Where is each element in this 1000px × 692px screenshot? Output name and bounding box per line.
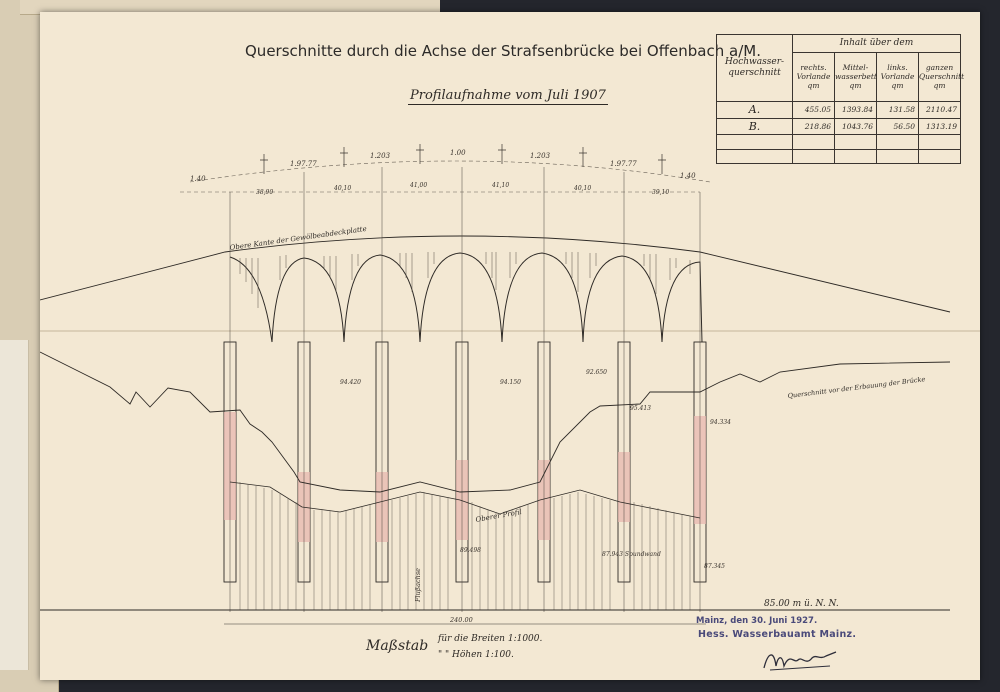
dimension-guides: [180, 160, 711, 193]
table-row-empty: [716, 148, 962, 165]
underlying-sheet-strip: [0, 340, 29, 670]
table-row-empty: [716, 134, 962, 150]
paper-fold-line: [40, 330, 980, 332]
sondage-label: 87.943 Spundwand: [602, 551, 661, 558]
stamp-office: Hess. Wasserbauamt Mainz.: [698, 629, 857, 640]
deck-label: Obere Kante der Gewölbeabdeckplatte: [229, 225, 367, 252]
table-header-first: Hochwasser-querschnitt: [716, 34, 793, 102]
level-label: 92.650: [586, 369, 607, 376]
width-label: 39,10: [652, 189, 669, 196]
total-width-label: 240.00: [449, 616, 473, 624]
span-label: 1.203: [370, 152, 391, 160]
level-labels: 94.420 94.150 92.650 95.413 94.334 89.49…: [340, 369, 731, 570]
table-header-col: Mittel-wasserbett qm: [834, 51, 877, 102]
level-label: 94.150: [500, 379, 521, 386]
span-label: 1.00: [450, 149, 466, 157]
drawing-subtitle: Profilaufnahme vom Juli 1907: [408, 88, 608, 105]
width-labels: 38,90 40,10 41,00 41,10 40,10 39,10: [256, 182, 669, 196]
width-label: 41,10: [491, 182, 509, 189]
stamp-date: Mainz, den 30. Juni 1927.: [696, 616, 818, 626]
scale-label: Maßstab: [366, 638, 429, 654]
area-table: Hochwasser-querschnitt Inhalt über dem r…: [716, 34, 964, 165]
level-label: 89.498: [460, 547, 481, 554]
scale-heights: " " Höhen 1:100.: [438, 650, 514, 660]
level-label: 94.420: [340, 379, 361, 386]
office-stamp: Mainz, den 30. Juni 1927. Hess. Wasserba…: [694, 612, 864, 672]
table-row: B. 218.86 1043.76 56.50 1313.19: [716, 117, 962, 136]
span-label: 1.40: [190, 175, 206, 183]
span-label: 1.97.77: [290, 160, 317, 168]
span-labels: 1.40 1.97.77 1.203 1.00 1.203 1.97.77 1.…: [190, 149, 696, 183]
river-axis-label: Flußachse: [414, 568, 422, 603]
profile-label: Oberer Profil: [475, 508, 522, 524]
width-label: 38,90: [256, 189, 273, 196]
original-ground-line: [40, 351, 951, 493]
width-label: 40,10: [333, 185, 351, 192]
scale-widths: für die Breiten 1:1000.: [438, 634, 543, 644]
level-label: 87.345: [704, 563, 725, 570]
signature-icon: [763, 651, 837, 671]
datum-label: 85.00 m ü. N. N.: [764, 599, 839, 609]
deck-line: [40, 235, 951, 313]
arch-hatching: [239, 252, 691, 308]
table-header-col: ganzen Querschnitt qm: [917, 51, 964, 102]
span-label: 1.40: [680, 172, 696, 180]
level-label: 95.413: [630, 405, 651, 412]
ground-label: Querschnitt vor der Erbauung der Brücke: [787, 375, 926, 400]
arches: [229, 252, 703, 343]
span-label: 1.203: [530, 152, 551, 160]
drawing-title: Querschnitte durch die Achse der Strafse…: [245, 42, 761, 60]
riverbed-hatching: [239, 482, 691, 610]
cross-section-drawing: 1.40 1.97.77 1.203 1.00 1.203 1.97.77 1.…: [40, 144, 951, 625]
vertical-guides: [229, 167, 701, 612]
pier-markers: [260, 144, 666, 174]
width-label: 40,10: [573, 185, 591, 192]
pier-foundations: [224, 412, 706, 542]
table-row: A. 455.05 1393.84 131.58 2110.47: [716, 100, 962, 119]
scale-note: Maßstab für die Breiten 1:1000. " " Höhe…: [366, 634, 586, 674]
level-label: 94.334: [710, 419, 731, 426]
profile-line: [229, 481, 701, 519]
drawing-sheet: Querschnitte durch die Achse der Strafse…: [40, 12, 980, 680]
span-label: 1.97.77: [610, 160, 637, 168]
width-label: 41,00: [409, 182, 427, 189]
